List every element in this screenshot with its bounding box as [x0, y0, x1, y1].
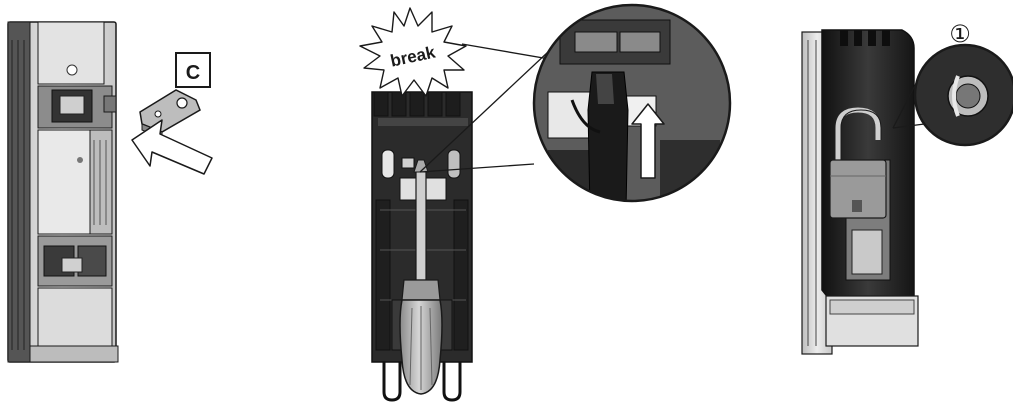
fuse-base-device-right: [801, 29, 919, 355]
fuse-base-device-left: [7, 21, 119, 363]
lift-arrow-icon: [631, 103, 665, 179]
zoom-detail-break: [532, 3, 732, 203]
zoom-detail-lock: [913, 43, 1013, 147]
screwdriver-tool: [399, 159, 443, 395]
callout-number-1: ①: [949, 21, 971, 48]
step-label-c: C: [175, 52, 211, 88]
insert-arrow-icon: [131, 119, 213, 175]
step-label-c-text: C: [186, 62, 200, 84]
break-starburst-icon: break: [359, 7, 467, 97]
